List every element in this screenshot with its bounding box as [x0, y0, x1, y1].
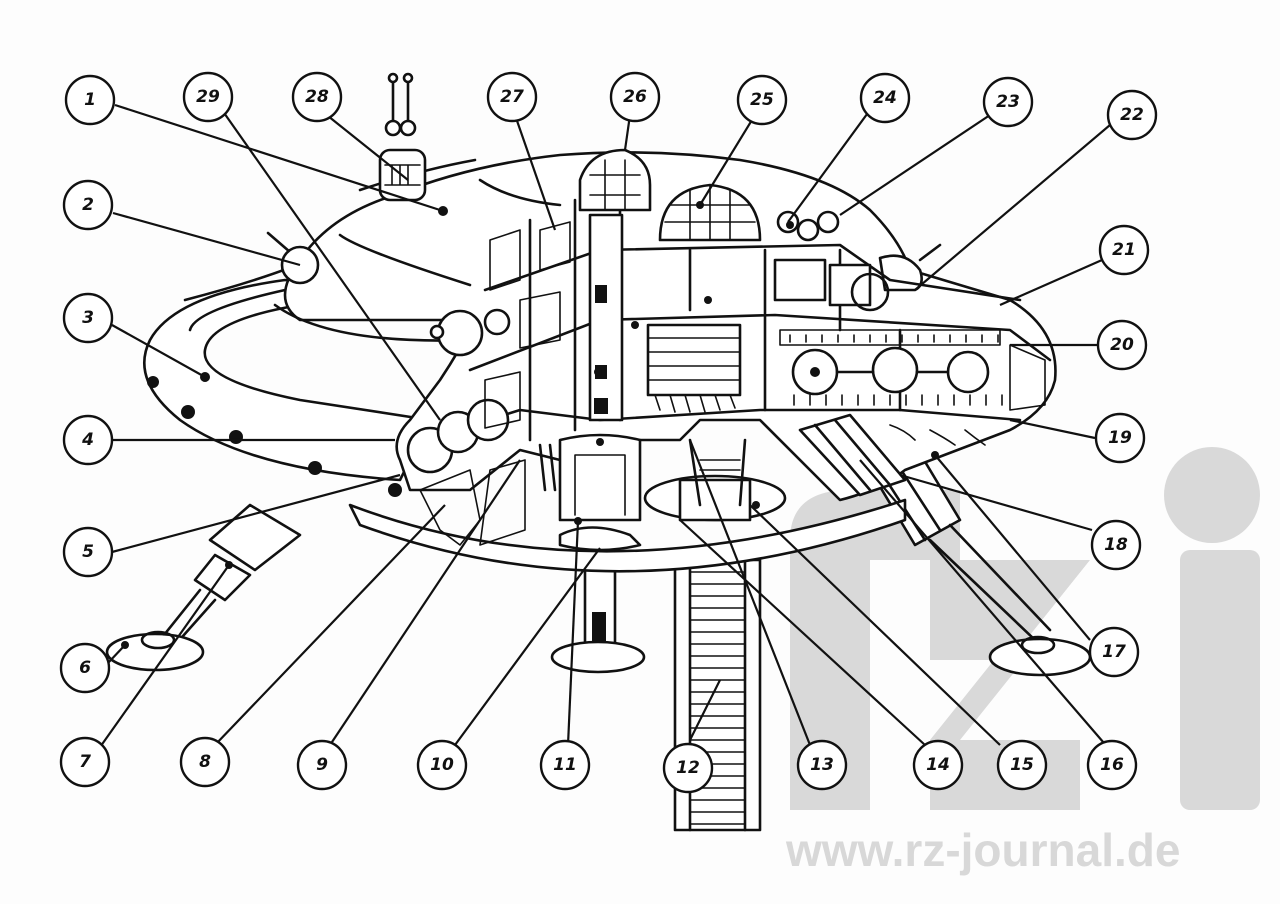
callout-circle: [662, 742, 714, 794]
callout-29: 29: [182, 71, 234, 123]
callout-9: 9: [296, 739, 348, 791]
callout-number: 18: [1104, 535, 1128, 555]
callout-circle: [736, 74, 788, 126]
callout-5: 5: [62, 526, 114, 578]
callout-number: 12: [676, 758, 700, 778]
callout-number: 14: [926, 755, 950, 775]
callout-circle: [996, 739, 1048, 791]
callout-number: 2: [82, 195, 94, 215]
callout-26: 26: [609, 71, 661, 123]
callout-15: 15: [996, 739, 1048, 791]
callout-number: 20: [1110, 335, 1134, 355]
callout-number: 8: [199, 752, 211, 772]
callout-number: 27: [500, 87, 524, 107]
right-sensor: [878, 243, 942, 292]
callout-2: 2: [62, 179, 114, 231]
callout-6: 6: [59, 642, 111, 694]
callout-27: 27: [486, 71, 538, 123]
callout-7: 7: [59, 736, 111, 788]
callout-4: 4: [62, 414, 114, 466]
callout-number: 21: [1112, 240, 1136, 260]
callout-number: 25: [750, 90, 774, 110]
callout-number: 13: [810, 755, 834, 775]
callout-circle: [62, 414, 114, 466]
callout-number: 19: [1108, 428, 1132, 448]
callout-circle: [416, 739, 468, 791]
callout-circle: [182, 71, 234, 123]
callout-circle: [179, 736, 231, 788]
callout-14: 14: [912, 739, 964, 791]
leader-lines: [97, 103, 1111, 751]
callout-number: 26: [623, 87, 647, 107]
callout-12: 12: [662, 742, 714, 794]
callout-circle: [1096, 319, 1148, 371]
callout-28: 28: [291, 71, 343, 123]
callout-16: 16: [1086, 739, 1138, 791]
callout-circle: [1088, 626, 1140, 678]
callout-19: 19: [1094, 412, 1146, 464]
callout-circle: [59, 642, 111, 694]
callout-10: 10: [416, 739, 468, 791]
callout-number: 9: [316, 755, 328, 775]
callout-circle: [62, 292, 114, 344]
callout-circle: [1106, 89, 1158, 141]
callout-18: 18: [1090, 519, 1142, 571]
callout-8: 8: [179, 736, 231, 788]
callout-number: 4: [81, 430, 94, 450]
callout-25: 25: [736, 74, 788, 126]
callout-number: 16: [1100, 755, 1124, 775]
callout-20: 20: [1096, 319, 1148, 371]
callout-circle: [62, 179, 114, 231]
callout-1: 1: [64, 74, 116, 126]
callout-circle: [982, 76, 1034, 128]
callout-23: 23: [982, 76, 1034, 128]
callout-number: 11: [553, 755, 577, 775]
callout-circle: [796, 739, 848, 791]
callout-number: 22: [1120, 105, 1144, 125]
callout-number: 1: [84, 90, 96, 110]
callout-number: 23: [996, 92, 1020, 112]
callout-number: 15: [1010, 755, 1034, 775]
callout-number: 17: [1102, 642, 1126, 662]
antenna-module: [378, 72, 427, 202]
callout-13: 13: [796, 739, 848, 791]
callout-circle: [859, 72, 911, 124]
interior-cutaway: [406, 148, 1052, 552]
callout-circle: [62, 526, 114, 578]
callout-11: 11: [539, 739, 591, 791]
callout-number: 24: [873, 88, 897, 108]
callout-24: 24: [859, 72, 911, 124]
callout-number: 6: [79, 658, 91, 678]
callout-circle: [912, 739, 964, 791]
callout-circle: [1090, 519, 1142, 571]
callout-circle: [1098, 224, 1150, 276]
callout-circle: [296, 739, 348, 791]
callout-22: 22: [1106, 89, 1158, 141]
callout-circle: [59, 736, 111, 788]
callout-circle: [539, 739, 591, 791]
callout-number: 10: [430, 755, 454, 775]
callout-17: 17: [1088, 626, 1140, 678]
callout-number: 7: [79, 752, 91, 772]
callout-21: 21: [1098, 224, 1150, 276]
callout-circle: [1086, 739, 1138, 791]
callout-circle: [64, 74, 116, 126]
callout-circle: [486, 71, 538, 123]
callout-number: 28: [305, 87, 329, 107]
callout-number: 3: [82, 308, 94, 328]
callout-circle: [1094, 412, 1146, 464]
callout-number: 29: [196, 87, 220, 107]
callout-3: 3: [62, 292, 114, 344]
callout-circle: [609, 71, 661, 123]
callout-circle: [291, 71, 343, 123]
callout-number: 5: [82, 542, 94, 562]
watermark-url: www.rz-journal.de: [785, 824, 1180, 876]
